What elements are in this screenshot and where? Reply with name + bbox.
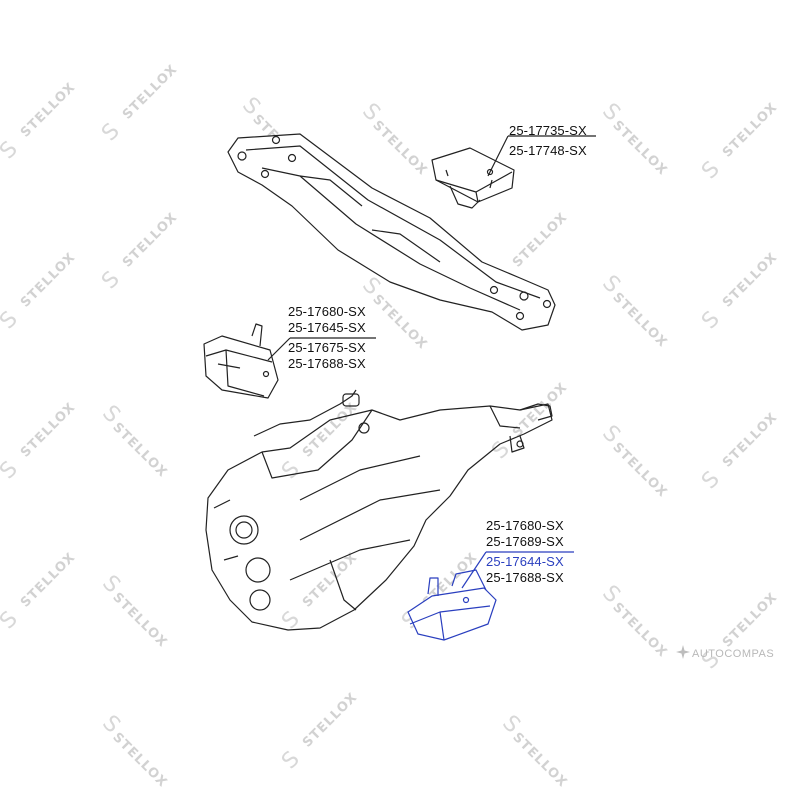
part-number-label: 25-17688-SX xyxy=(486,570,564,585)
part-number-label: 25-17748-SX xyxy=(509,143,587,158)
part-number-label-highlighted: 25-17644-SX xyxy=(486,554,564,569)
left-mount xyxy=(203,323,279,399)
brand-text: AUTOCOMPAS xyxy=(692,648,775,660)
part-number-label: 25-17645-SX xyxy=(288,320,366,335)
compass-star-icon xyxy=(676,645,690,659)
part-number-label: 25-17680-SX xyxy=(486,518,564,533)
right-mount xyxy=(407,569,497,641)
part-number-label: 25-17735-SX xyxy=(509,123,587,138)
part-number-label: 25-17675-SX xyxy=(288,340,366,355)
crossmember xyxy=(227,133,556,331)
part-number-label: 25-17680-SX xyxy=(288,304,366,319)
top-mount xyxy=(431,147,515,209)
transmission xyxy=(205,389,553,631)
leader-lines xyxy=(267,135,596,589)
part-number-label: 25-17689-SX xyxy=(486,534,564,549)
part-number-label: 25-17688-SX xyxy=(288,356,366,371)
